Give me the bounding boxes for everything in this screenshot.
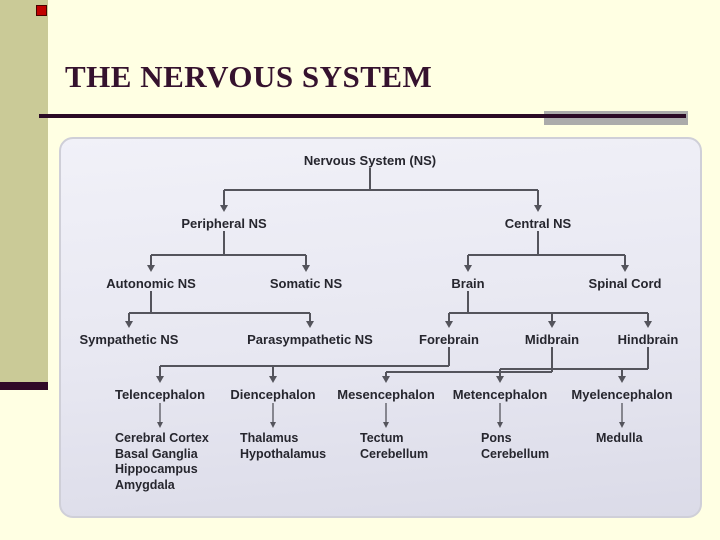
red-square-bullet-decoration [36, 5, 47, 16]
sidebar-bottom-band [0, 382, 48, 390]
page-title: THE NERVOUS SYSTEM [65, 58, 433, 94]
diagram-panel [59, 137, 702, 518]
sidebar-accent-bar [0, 0, 48, 382]
title-rule [39, 114, 686, 118]
